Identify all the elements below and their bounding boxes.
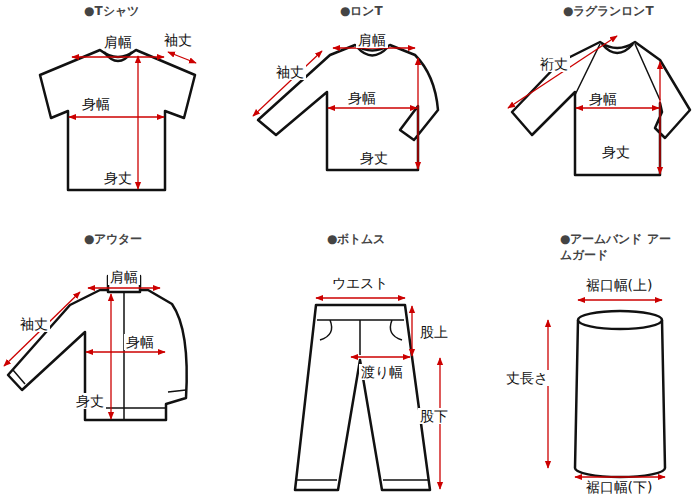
section-heading: ●ラグランロンT	[563, 4, 654, 20]
dimension-label: 丈長さ	[504, 370, 550, 387]
dimension-label: 身丈	[74, 393, 106, 410]
dimension-label: 肩幅	[102, 34, 134, 51]
dimension-label: 身丈	[600, 144, 632, 161]
dimension-label: 袖丈	[18, 316, 50, 333]
dimension-label: 袖丈	[274, 64, 306, 81]
section-heading: ●アウター	[84, 232, 142, 248]
dimension-label: 裾口幅(上)	[584, 277, 655, 294]
dimension-label: 身幅	[124, 334, 156, 351]
section-heading: ●ボトムス	[327, 232, 385, 248]
dimension-label: 身幅	[80, 96, 112, 113]
dimension-label: 袖丈	[162, 32, 194, 49]
dimension-label: 股下	[418, 408, 450, 425]
dimension-label: 身丈	[102, 170, 134, 187]
section-heading: ●Tシャツ	[84, 4, 139, 20]
dimension-label: ウエスト	[330, 275, 390, 292]
dimension-label: 裄丈	[538, 56, 570, 73]
dimension-label: 身幅	[346, 90, 378, 107]
section-heading: ●ロンT	[340, 4, 383, 20]
section-heading: ●アームバンド アームガード	[560, 232, 672, 263]
dimension-label: 渡り幅	[359, 364, 405, 381]
dimension-label: 裾口幅(下)	[584, 479, 655, 496]
dimension-label: 肩幅	[108, 269, 140, 286]
dimension-label: 身幅	[587, 91, 619, 108]
dimension-label: 肩幅	[356, 32, 388, 49]
dimension-label: 身丈	[358, 150, 390, 167]
dimension-label: 股上	[418, 324, 450, 341]
